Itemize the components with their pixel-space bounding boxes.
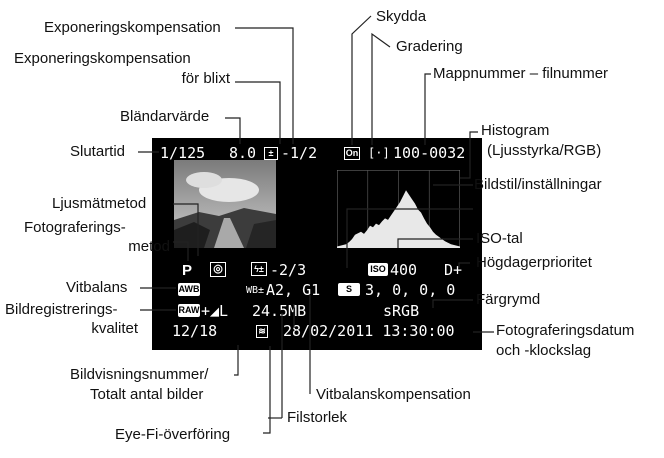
screen-mode: P <box>182 262 193 279</box>
label-wb-comp: Vitbalanskompensation <box>316 386 471 403</box>
label-protect: Skydda <box>376 8 427 25</box>
label-aperture: Bländarvärde <box>120 108 210 125</box>
eyefi-icon: ≋ <box>256 325 268 338</box>
label-datetime-1: Fotograferingsdatum <box>496 322 635 339</box>
screen-color-space: sRGB <box>383 302 420 320</box>
label-shooting-mode-2: metod <box>128 238 170 255</box>
label-shooting-mode-1: Fotograferings- <box>24 219 126 236</box>
screen-playback: 12/18 <box>172 322 218 340</box>
screen-highlight: D+ <box>444 261 463 279</box>
label-rating: Gradering <box>396 38 463 55</box>
screen-file-size: 24.5MB <box>252 302 307 320</box>
label-playback-2: Totalt antal bilder <box>90 386 204 403</box>
label-eyefi: Eye-Fi-överföring <box>115 426 231 443</box>
label-histogram-2: (Ljusstyrka/RGB) <box>487 142 602 159</box>
wb-shift-prefix: WB± <box>246 285 265 296</box>
screen-picture-style: 3, 0, 0, 0 <box>365 281 456 299</box>
label-file-size: Filstorlek <box>287 409 348 426</box>
label-flash-comp-2: för blixt <box>181 70 230 87</box>
iso-icon: ISO <box>368 263 388 276</box>
label-iso: ISO-tal <box>476 230 523 247</box>
metering-icon: ◎ <box>210 262 226 277</box>
label-metering: Ljusmätmetod <box>52 195 147 212</box>
raw-icon: RAW <box>178 304 200 317</box>
screen-shutter: 1/125 <box>160 144 206 162</box>
screen-iso: 400 <box>390 261 418 279</box>
label-quality-2: kvalitet <box>91 320 138 337</box>
protect-icon: On <box>344 147 360 160</box>
screen-quality: +◢L <box>201 302 229 320</box>
screen-datetime: 28/02/2011 13:30:00 <box>283 322 455 340</box>
screen-aperture: 8.0 <box>229 144 257 162</box>
label-picture-style: Bildstil/inställningar <box>474 176 602 193</box>
screen-wb-shift: A2, G1 <box>266 281 321 299</box>
histogram-curve <box>337 190 460 248</box>
picture-style-icon: S <box>338 283 360 296</box>
label-folder-file: Mappnummer – filnummer <box>433 65 609 82</box>
label-quality-1: Bildregistrerings- <box>5 301 118 318</box>
label-white-balance: Vitbalans <box>66 279 128 296</box>
screen-flash-comp: -2/3 <box>270 261 307 279</box>
label-flash-comp-1: Exponeringskompensation <box>14 50 191 67</box>
label-shutter: Slutartid <box>70 143 126 160</box>
label-histogram-1: Histogram <box>481 122 550 139</box>
rating-icon: [·] <box>368 146 390 160</box>
wb-icon: AWB <box>178 283 200 296</box>
label-playback-1: Bildvisningsnummer/ <box>70 366 209 383</box>
label-exp-comp: Exponeringskompensation <box>44 19 221 36</box>
screen-folder-file: 100-0032 <box>393 144 466 162</box>
label-color-space: Färgrymd <box>476 291 541 308</box>
flash-comp-icon: ϟ± <box>251 262 267 276</box>
exp-comp-icon: ± <box>264 147 278 160</box>
label-highlight: Högdagerprioritet <box>476 254 592 271</box>
screen-exp-comp: -1/2 <box>281 144 318 162</box>
label-datetime-2: och -klockslag <box>496 342 592 359</box>
